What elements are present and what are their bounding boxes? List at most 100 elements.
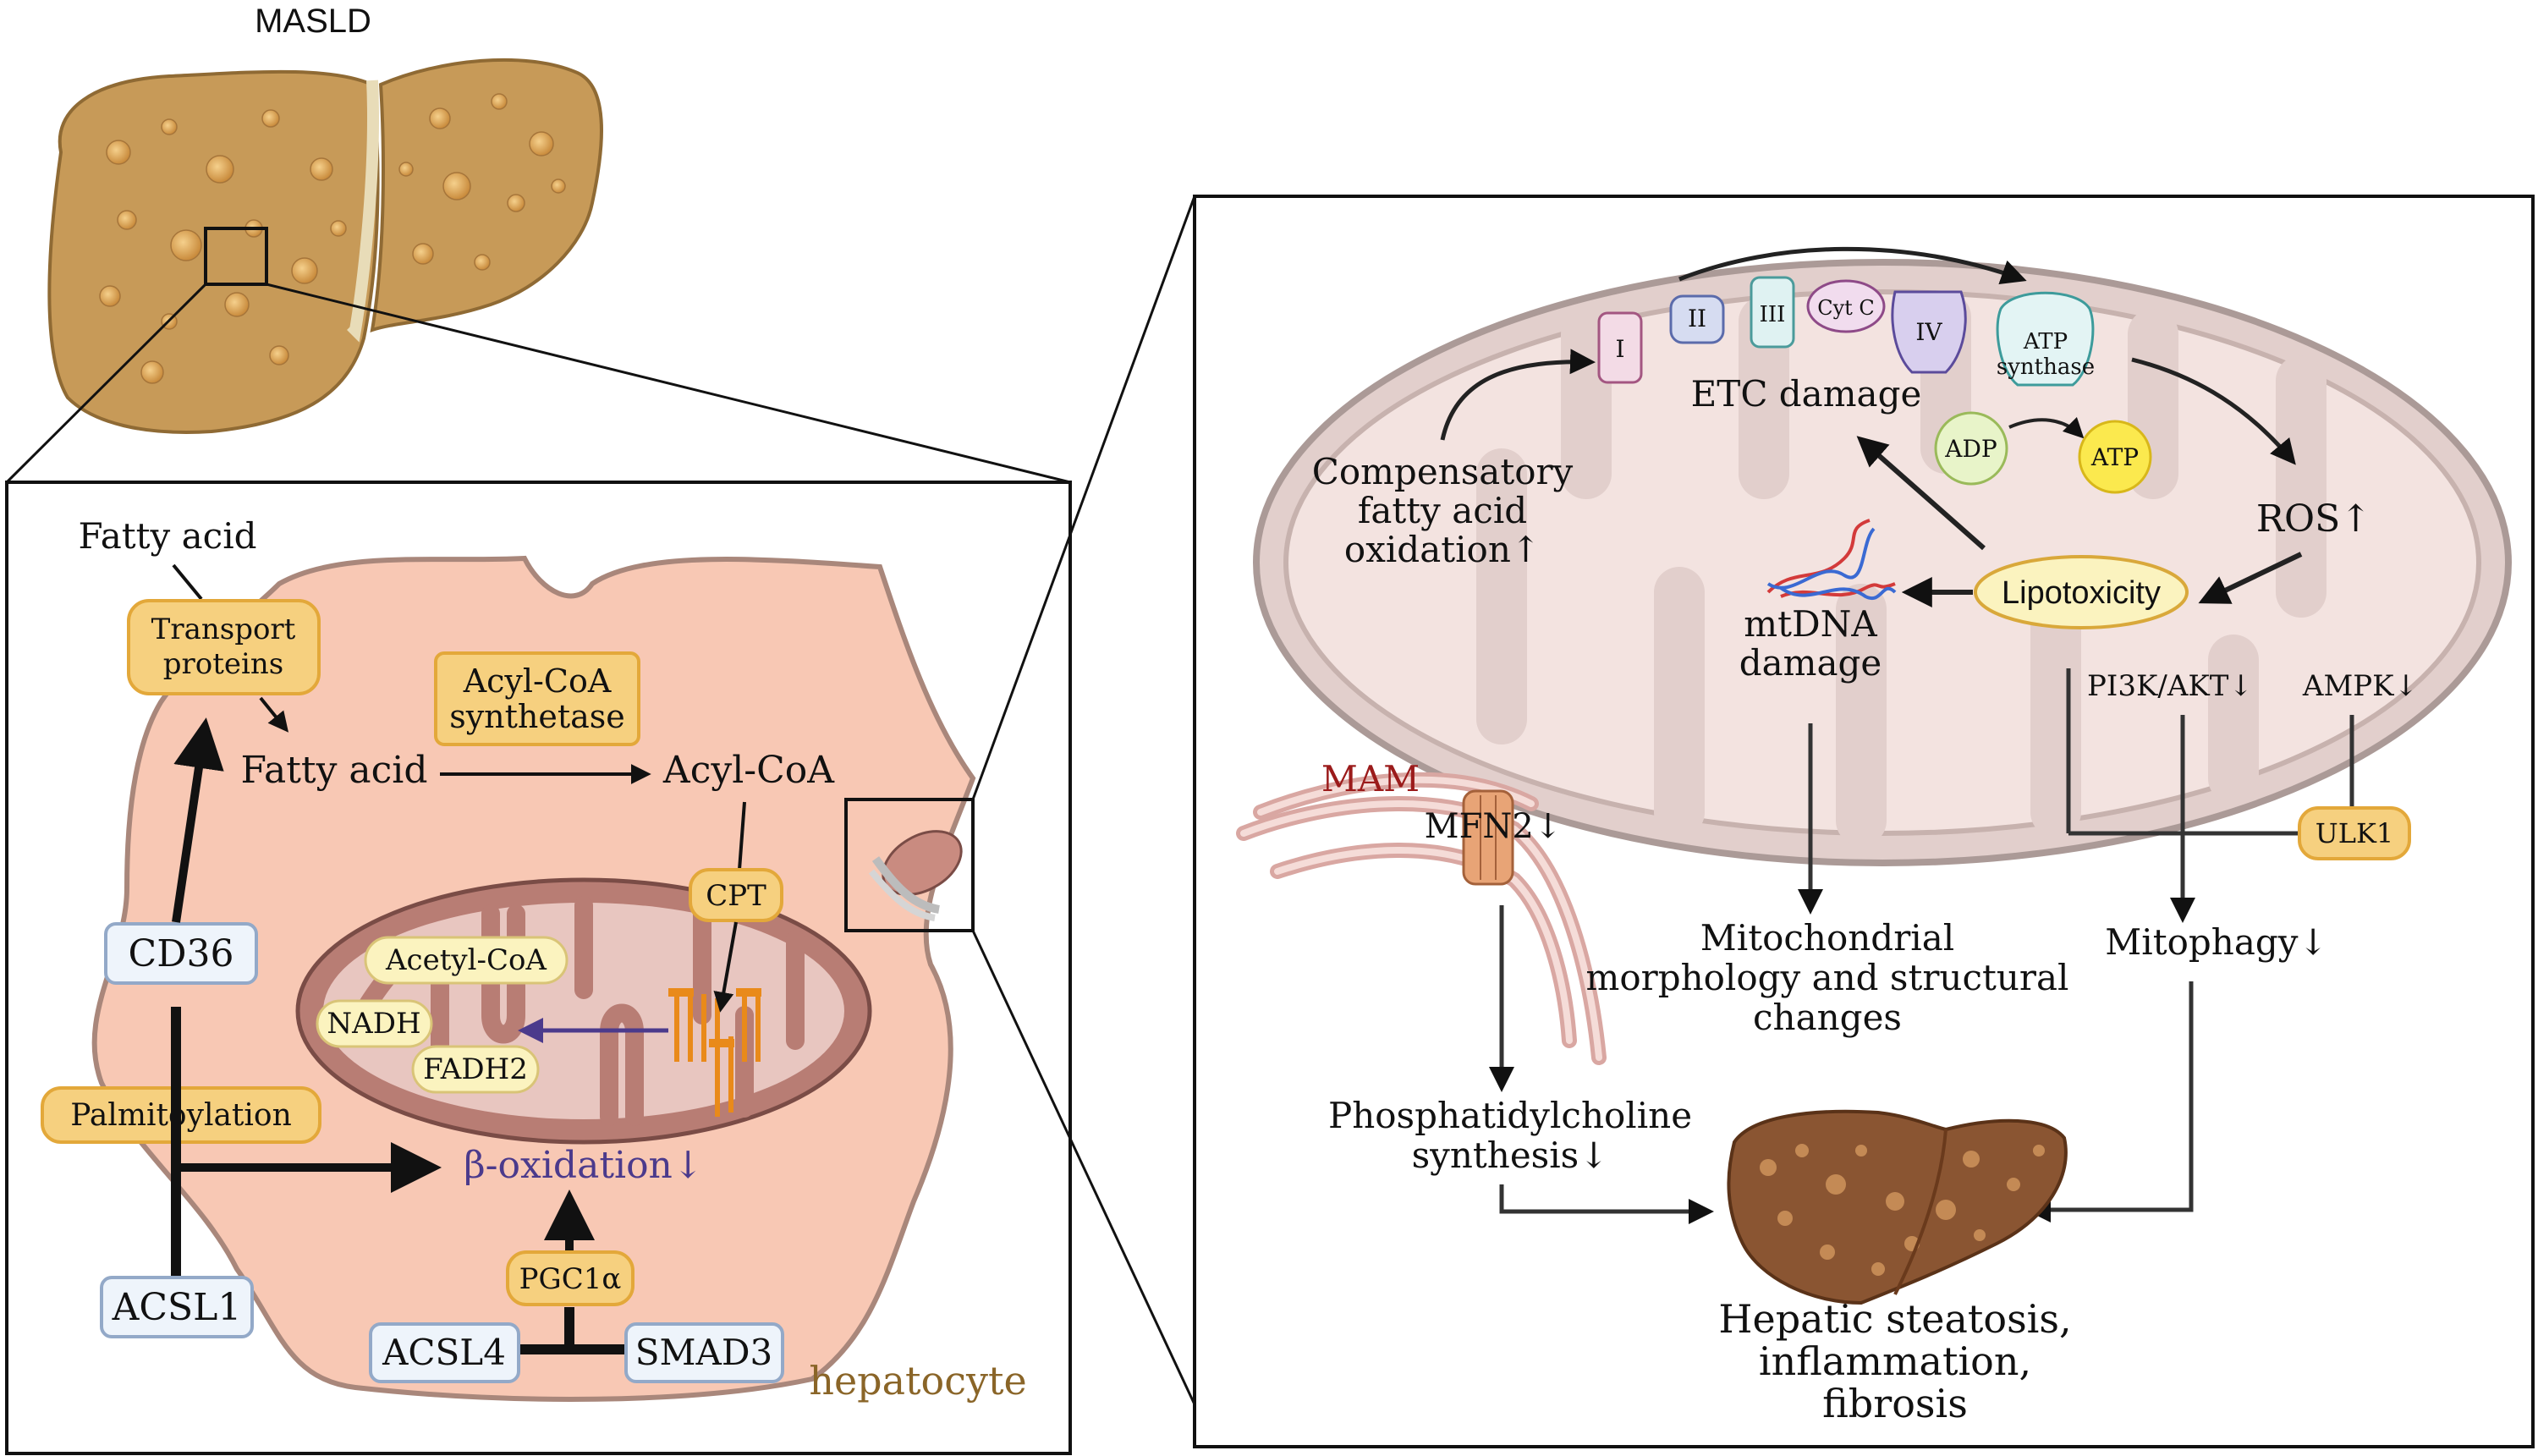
final-line2: inflammation, — [1759, 1338, 2031, 1384]
ros-label: ROS↑ — [2256, 497, 2371, 541]
hepatocyte-label: hepatocyte — [809, 1358, 1026, 1404]
fibrotic-liver-icon — [1727, 1109, 2068, 1305]
smad3-box — [624, 1322, 784, 1383]
adp-circle — [1934, 411, 2008, 486]
mitophagy-to-liver-arrow — [2025, 981, 2194, 1222]
atp-synthase — [1996, 291, 2095, 387]
fadh2-label: FADH2 — [423, 1052, 528, 1086]
cpt-transporter-icon — [668, 988, 761, 1117]
liver-right-lobe — [370, 58, 604, 332]
small-mito-icon — [868, 830, 963, 921]
mtdna-line2: damage — [1739, 642, 1882, 684]
liver-zoom-box — [204, 227, 268, 286]
mitochondria-zoom-box — [844, 798, 975, 932]
cd36-label: CD36 — [129, 932, 234, 975]
smad3-label: SMAD3 — [635, 1332, 773, 1373]
transport-proteins-box — [127, 599, 321, 695]
complex-I-label: I — [1615, 335, 1624, 363]
acyl-synth-line1: Acyl-CoA — [463, 662, 612, 700]
acetyl-coa-box — [364, 936, 569, 985]
acsl4-box — [369, 1322, 520, 1383]
pi3k-akt-label: PI3K/AKT↓ — [2087, 669, 2253, 703]
acsl4-label: ACSL4 — [382, 1332, 506, 1373]
mfn2-label: MFN2↓ — [1425, 807, 1563, 846]
pc-line1: Phosphatidylcholine — [1328, 1095, 1692, 1136]
atp-label: ATP — [2090, 443, 2139, 471]
electron-flow-arrow — [1678, 246, 2027, 285]
ulk1-label: ULK1 — [2316, 817, 2393, 849]
compensatory-line2: fatty acid — [1358, 490, 1527, 531]
nadh-label: NADH — [327, 1007, 420, 1041]
etc-damage-label: ETC damage — [1691, 373, 1922, 415]
cd36-box — [104, 922, 258, 985]
mito-morph-line1: Mitochondrial — [1700, 917, 1954, 959]
complex-IV-label: IV — [1915, 318, 1942, 346]
complex-IV — [1891, 290, 1967, 374]
final-line3: fibrosis — [1822, 1381, 1968, 1426]
complex-III — [1750, 276, 1795, 349]
cyt-c — [1806, 279, 1886, 333]
compensatory-line3: oxidation↑ — [1344, 529, 1541, 570]
atp-circle — [2078, 420, 2152, 494]
lipotoxicity-label: Lipotoxicity — [2002, 575, 2161, 611]
cpt-label: CPT — [706, 879, 766, 913]
cd36-to-transport-arrow — [172, 717, 224, 923]
mam-label: MAM — [1321, 758, 1420, 799]
hepatocyte-panel: Fatty acid Transport proteins Acyl-CoA s… — [5, 481, 1072, 1455]
compensatory-arrow — [1440, 349, 1596, 441]
nadh-box — [316, 999, 433, 1048]
complex-I — [1597, 311, 1643, 384]
complex-II-label: II — [1688, 305, 1706, 332]
transport-to-fa-arrow — [259, 696, 289, 733]
acyl-coa-synthetase-box — [434, 651, 640, 746]
lipo-to-etc-arrow — [1856, 436, 1986, 551]
adp-atp-arrow — [2008, 416, 2085, 439]
outcomes: Mitochondrial morphology and structural … — [1328, 917, 2328, 1426]
liver-left-lobe — [47, 69, 380, 434]
cpt-box — [689, 868, 783, 922]
ulk1-box — [2298, 806, 2411, 860]
acsl1-box — [100, 1276, 254, 1338]
transport-line2: proteins — [163, 647, 284, 681]
fadh2-box — [411, 1045, 540, 1094]
complex-II — [1669, 294, 1725, 344]
fatty-acid-inside-label: Fatty acid — [240, 749, 427, 792]
atp-synthase-line2: synthase — [1997, 354, 2095, 380]
cpt-to-mito-arrow — [713, 921, 738, 1013]
acyl-synth-line2: synthetase — [449, 698, 625, 735]
lipotoxicity-ellipse — [1974, 555, 2189, 629]
mfn2-icon — [1462, 789, 1514, 886]
pgc1a-label: PGC1α — [519, 1262, 622, 1296]
acyl-coa-label: Acyl-CoA — [662, 749, 835, 792]
zoom-line-right — [266, 283, 1071, 484]
acylcoa-to-cpt-line — [738, 801, 746, 871]
atp-synthase-line1: ATP — [2023, 329, 2068, 354]
fatty-acid-outside-label: Fatty acid — [78, 515, 256, 557]
mito-morph-line3: changes — [1753, 997, 1902, 1038]
big-cristae — [1476, 292, 2326, 846]
mito-morph-line2: morphology and structural — [1586, 957, 2069, 998]
pgc1a-box — [506, 1250, 634, 1306]
pc-line2: synthesis↓ — [1412, 1135, 1609, 1176]
liver-fat-droplets — [99, 93, 566, 384]
atp-to-ros-arrow — [2131, 357, 2296, 465]
zoom-line-cell-top — [971, 195, 1196, 800]
beta-oxidation-label: β-oxidation↓ — [464, 1144, 704, 1187]
pc-to-liver-arrow — [1499, 1184, 1714, 1224]
ampk-label: AMPK↓ — [2302, 669, 2418, 703]
acsl1-label: ACSL1 — [112, 1286, 242, 1329]
mitophagy-label: Mitophagy↓ — [2105, 921, 2327, 963]
acetyl-coa-label: Acetyl-CoA — [385, 943, 547, 977]
adp-label: ADP — [1944, 435, 1997, 463]
transport-line1: Transport — [151, 613, 296, 646]
mtdna-icon — [1766, 519, 1897, 600]
final-line1: Hepatic steatosis, — [1718, 1296, 2071, 1342]
mtdna-line1: mtDNA — [1744, 603, 1877, 645]
cyt-c-label: Cyt C — [1817, 296, 1875, 320]
masld-liver: MASLD — [47, 3, 604, 434]
zoom-line-left — [5, 283, 207, 484]
fa-to-transport-line — [172, 563, 203, 601]
liver-ligament — [347, 80, 379, 343]
masld-title: MASLD — [255, 3, 371, 40]
